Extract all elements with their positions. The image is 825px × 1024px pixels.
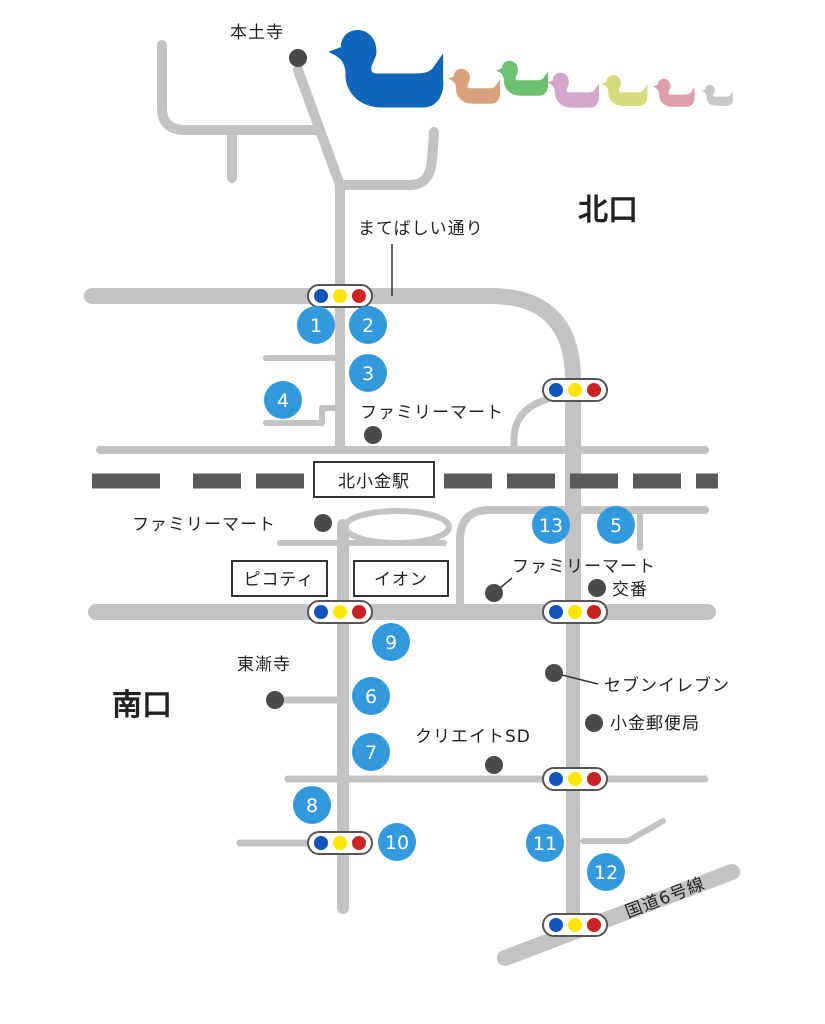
label-familymart-north: ファミリーマート <box>360 403 504 423</box>
traffic-light-icon <box>542 767 608 791</box>
traffic-light-icon <box>307 831 373 855</box>
svg-text:3: 3 <box>362 363 374 385</box>
duck-icon <box>701 84 733 106</box>
svg-text:7: 7 <box>365 742 377 764</box>
label-create: クリエイトSD <box>415 727 531 747</box>
poi-koban <box>588 579 606 597</box>
label-route6: 国道6号線 <box>623 874 708 923</box>
label-post: 小金郵便局 <box>610 714 700 734</box>
road-curve-fm <box>510 386 577 452</box>
poi-familymart-north <box>364 426 382 444</box>
svg-text:11: 11 <box>533 833 557 855</box>
road-station-south <box>456 506 709 612</box>
duck-icon <box>601 75 648 107</box>
roads <box>84 40 740 966</box>
duck-icon <box>448 68 501 104</box>
marker-1[interactable]: 1 <box>297 306 335 344</box>
marker-9[interactable]: 9 <box>372 623 410 661</box>
svg-text:13: 13 <box>539 515 563 537</box>
traffic-light-icon <box>307 284 373 308</box>
svg-text:9: 9 <box>385 632 397 654</box>
label-kitaguchi: 北口 <box>578 193 638 228</box>
poi-create <box>485 756 503 774</box>
svg-text:4: 4 <box>277 390 289 412</box>
aeon-label: イオン <box>374 570 428 590</box>
road-route6 <box>497 864 740 966</box>
label-matebashi: まてばしい通り <box>358 219 484 239</box>
svg-text:8: 8 <box>306 795 318 817</box>
duck-icon <box>328 30 444 108</box>
marker-13[interactable]: 13 <box>532 506 570 544</box>
svg-text:1: 1 <box>310 315 322 337</box>
picoty-box <box>231 560 328 597</box>
road-diag-12 <box>580 818 666 844</box>
traffic-light-icon <box>542 913 608 937</box>
svg-text:2: 2 <box>362 315 374 337</box>
marker-2[interactable]: 2 <box>349 306 387 344</box>
marker-12[interactable]: 12 <box>587 853 625 891</box>
duck-icon <box>547 72 600 108</box>
road-matebashi <box>84 288 581 623</box>
ducks <box>328 30 733 108</box>
marker-8[interactable]: 8 <box>293 786 331 824</box>
road-hondoji <box>293 65 345 190</box>
markers: 1 2 3 4 5 6 7 8 9 10 11 12 13 <box>264 306 635 891</box>
marker-3[interactable]: 3 <box>349 354 387 392</box>
road-north-left <box>157 40 325 135</box>
duck-icon <box>496 60 549 96</box>
marker-7[interactable]: 7 <box>352 733 390 771</box>
road-north-right <box>335 127 439 190</box>
traffic-light-icon <box>542 600 608 624</box>
duck-icon <box>653 78 695 107</box>
station-box <box>313 461 435 498</box>
label-tozenji: 東漸寺 <box>237 655 291 675</box>
poi-hondoji <box>289 49 307 67</box>
marker-4[interactable]: 4 <box>264 381 302 419</box>
label-familymart-south: ファミリーマート <box>512 557 656 577</box>
label-familymart-west: ファミリーマート <box>132 515 276 535</box>
poi-dots <box>266 49 606 774</box>
poi-familymart-west <box>314 514 332 532</box>
label-koban: 交番 <box>612 580 648 600</box>
poi-tozenji <box>266 691 284 709</box>
road-rotary <box>342 508 452 546</box>
road-side-4 <box>263 405 343 426</box>
station-label: 北小金駅 <box>338 472 410 492</box>
svg-text:12: 12 <box>594 862 618 884</box>
label-minamiguchi: 南口 <box>112 688 172 723</box>
poi-familymart-south <box>485 584 503 602</box>
marker-10[interactable]: 10 <box>378 823 416 861</box>
marker-5[interactable]: 5 <box>597 506 635 544</box>
traffic-lights <box>307 284 608 937</box>
svg-text:5: 5 <box>610 515 622 537</box>
marker-11[interactable]: 11 <box>526 824 564 862</box>
label-seven: セブンイレブン <box>604 675 730 696</box>
traffic-light-icon <box>542 378 608 402</box>
traffic-light-icon <box>307 600 373 624</box>
svg-text:10: 10 <box>385 832 409 854</box>
poi-post <box>585 714 603 732</box>
marker-6[interactable]: 6 <box>352 677 390 715</box>
picoty-label: ピコティ <box>244 570 315 590</box>
poi-seven <box>545 664 563 682</box>
label-hondoji: 本土寺 <box>230 23 284 43</box>
svg-text:6: 6 <box>365 686 377 708</box>
aeon-box <box>353 560 449 597</box>
